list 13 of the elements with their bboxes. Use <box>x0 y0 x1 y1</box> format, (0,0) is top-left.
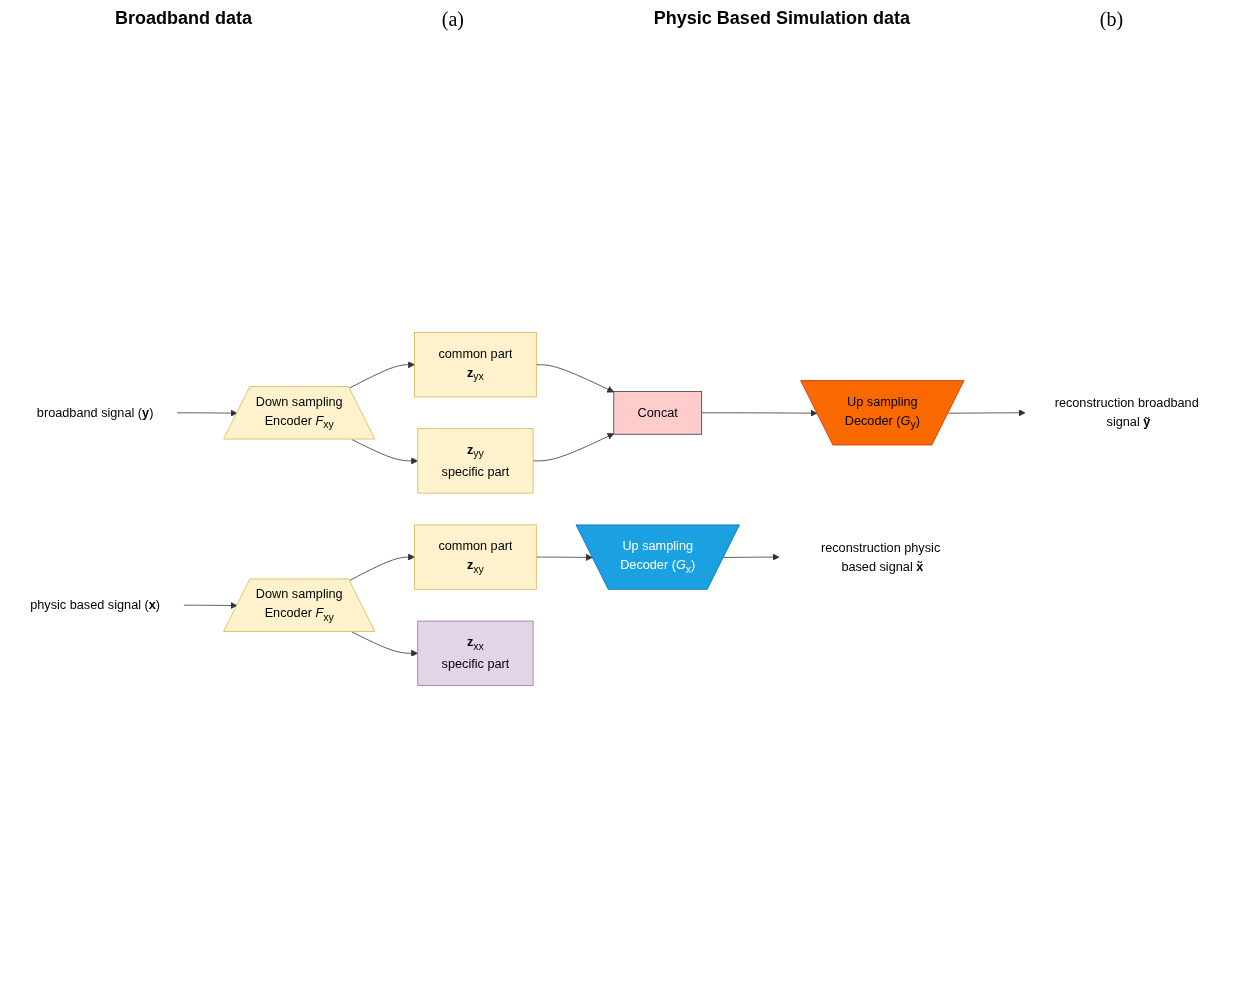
node-text: reconstruction physic based signal x̃ <box>820 540 941 573</box>
node-box: z$_{xx}$ specific part <box>417 620 534 686</box>
panel-title: Physic Based Simulation data <box>653 8 910 30</box>
node-text: broadband signal (y) <box>36 405 154 420</box>
panel-caption: (b) <box>1099 8 1124 31</box>
node-box: common part z$_{xy}$ <box>414 524 537 590</box>
node-text: reconstruction broadband signal ỹ <box>1054 396 1199 429</box>
panel-title: Broadband data <box>114 8 252 30</box>
node-box: Concat <box>613 390 703 435</box>
node-box: z$_{yy}$ specific part <box>417 428 534 494</box>
node-box: common part z$_{yx}$ <box>414 332 537 398</box>
panel-caption: (a) <box>441 8 464 31</box>
node-text: physic based signal (x) <box>30 598 161 612</box>
